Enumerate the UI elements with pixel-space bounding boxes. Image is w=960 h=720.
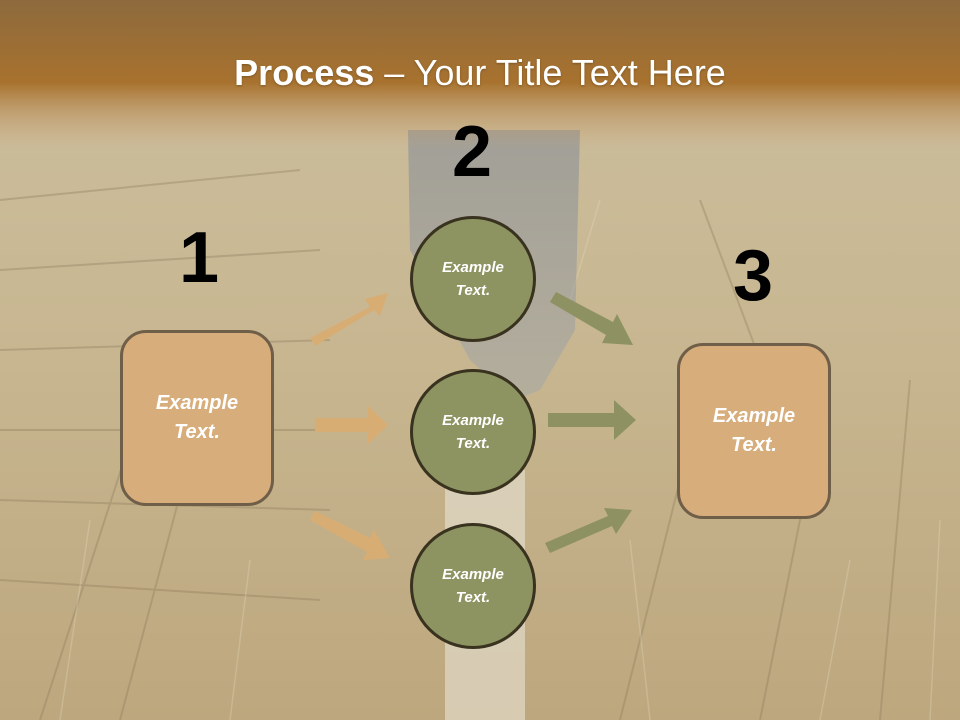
step-1-box: Example Text. [120,330,274,506]
step-number-1: 1 [178,218,220,298]
slide-title: Process – Your Title Text Here [0,52,960,94]
step-1-text: Example Text. [155,392,239,443]
step-3-text: Example Text. [712,405,796,456]
step-2-text-middle: Example Text. [442,412,504,452]
step-3-box: Example Text. [677,343,831,519]
step-number-2: 2 [451,112,493,192]
title-rest: – Your Title Text Here [374,52,726,93]
step-2-text-bottom: Example Text. [442,566,504,606]
step-number-3: 3 [732,236,774,316]
step-2-text-top: Example Text. [442,259,504,299]
arrow-1-to-middle [315,406,388,444]
arrow-1-to-bottom [310,511,390,560]
step-2-circle-middle: Example Text. [410,369,536,495]
arrow-middle-to-3 [548,400,636,440]
step-2-circle-bottom: Example Text. [410,523,536,649]
title-bold: Process [234,52,375,93]
arrow-top-to-3 [550,292,633,345]
arrow-bottom-to-3 [545,508,632,553]
arrow-1-to-top [310,293,388,346]
step-2-circle-top: Example Text. [410,216,536,342]
